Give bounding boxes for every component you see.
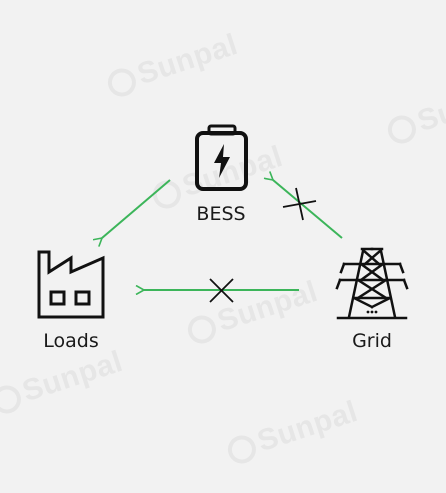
battery-icon xyxy=(195,124,248,191)
tower-base-dots xyxy=(366,310,378,314)
loads-label: Loads xyxy=(43,330,99,352)
blocked-cross-grid-to-loads xyxy=(209,278,234,303)
arrow-bess-to-loads xyxy=(102,179,171,238)
transmission-tower-icon xyxy=(335,247,409,320)
arrow-grid-to-bess xyxy=(273,180,343,239)
factory-icon xyxy=(37,250,105,319)
bess-label: BESS xyxy=(196,203,246,225)
grid-label: Grid xyxy=(352,330,392,352)
blocked-cross-grid-to-bess xyxy=(282,187,317,221)
